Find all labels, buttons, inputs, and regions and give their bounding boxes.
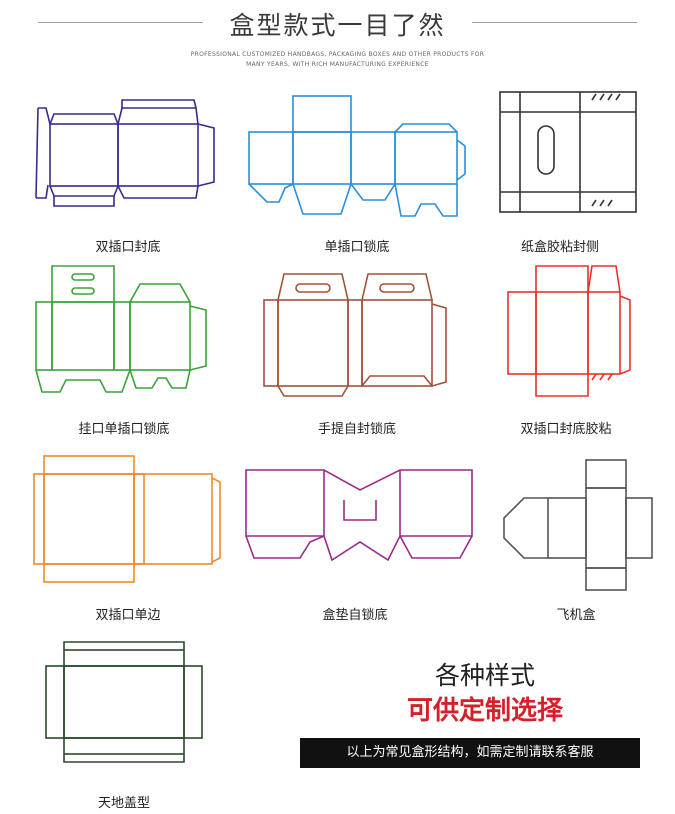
subtitle-line-2: MANY YEARS, WITH RICH MANUFACTURING EXPE… [246,61,429,68]
box-diagram-double-tuck-end [35,99,215,207]
box-diagram-double-tuck-single-side [33,455,221,583]
box-label-handle-lock-bottom: 手提自封锁底 [317,422,396,437]
contact-banner: 以上为常见盒形结构，如需定制请联系客服 [300,738,640,768]
page-title: 盒型款式一目了然 [229,11,446,40]
box-diagram-glued-side [499,91,637,213]
box-label-hanger-tuck-lock-bottom: 挂口单插口锁底 [78,422,170,437]
box-diagram-mailer-box [503,459,653,591]
box-label-glued-side: 纸盒胶粘封侧 [520,240,599,255]
promo-highlight: 可供定制选择 [406,696,563,726]
box-label-lid-and-base: 天地盖型 [97,796,150,811]
box-diagram-single-tuck-lock-bottom [248,95,466,217]
box-label-double-tuck-glued: 双插口封底胶粘 [520,422,612,437]
box-label-double-tuck-end: 双插口封底 [95,240,161,255]
box-label-double-tuck-single-side: 双插口单边 [95,608,161,623]
box-diagram-lid-and-base [45,641,203,763]
subtitle-line-1: PROFESSIONAL CUSTOMIZED HANDBAGS, PACKAG… [190,51,485,58]
box-label-mailer-box: 飞机盒 [556,608,596,623]
promo-heading: 各种样式 [434,661,535,690]
box-diagram-handle-lock-bottom [263,273,447,397]
box-label-insert-self-lock: 盒垫自锁底 [322,608,388,623]
header-rule-left [38,22,203,23]
box-label-single-tuck-lock-bottom: 单插口锁底 [324,240,390,255]
header-rule-right [472,22,637,23]
box-diagram-hanger-tuck-lock-bottom [35,265,207,393]
box-diagram-insert-self-lock [245,469,473,562]
page-subtitle: PROFESSIONAL CUSTOMIZED HANDBAGS, PACKAG… [170,50,505,70]
box-diagram-double-tuck-glued [507,265,631,397]
